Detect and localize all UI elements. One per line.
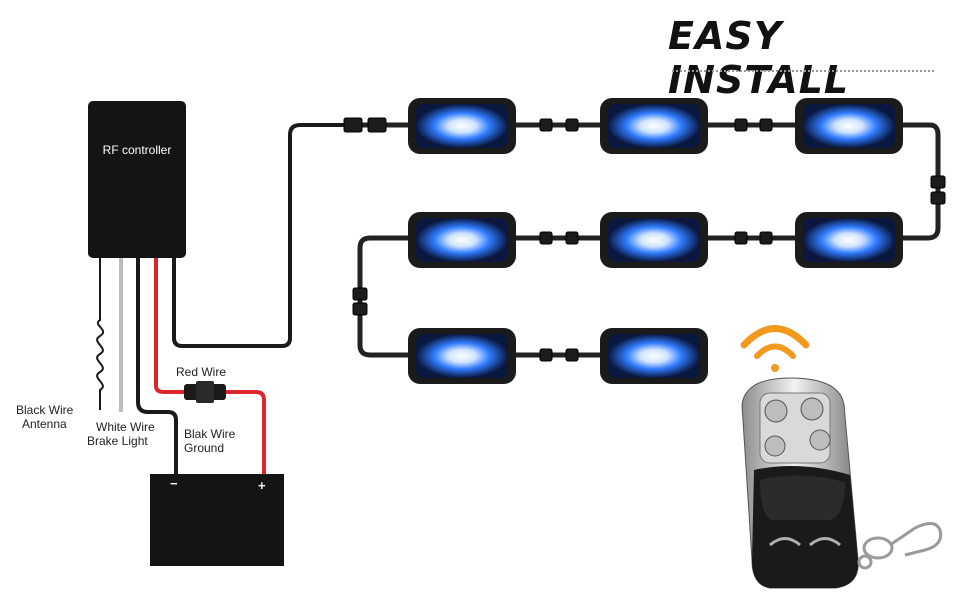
remote-button-d: [809, 429, 831, 451]
title-divider: [672, 70, 934, 72]
battery-positive-sign: +: [258, 478, 266, 493]
led-pod: [600, 98, 708, 154]
led-pods: [408, 98, 903, 384]
remote-button-b: [800, 397, 824, 421]
ground-wire: [136, 258, 178, 474]
antenna-label: Antenna: [22, 417, 67, 431]
battery-negative-sign: −: [170, 476, 178, 491]
remote-control: [741, 377, 859, 589]
signal-icon: [740, 325, 810, 372]
red-wire-label: Red Wire: [176, 365, 227, 379]
led-pod: [600, 328, 708, 384]
rf-controller-box: [88, 101, 186, 258]
controller-output-wire: [172, 123, 345, 348]
led-pod: [600, 212, 708, 268]
led-pod: [408, 98, 516, 154]
led-pod: [408, 212, 516, 268]
fuse-holder: [196, 381, 214, 403]
antenna-wire: [96, 258, 105, 410]
ground-wire-label: Blak Wire: [184, 427, 236, 441]
red-wire: [154, 258, 266, 474]
led-pod: [795, 212, 903, 268]
controller-label: RF controller: [102, 143, 172, 157]
black-wire-label: Black Wire: [16, 403, 74, 417]
led-pod: [408, 328, 516, 384]
led-pod: [795, 98, 903, 154]
white-wire-label: White Wire: [96, 420, 155, 434]
ground-label: Ground: [184, 441, 225, 455]
chain-connectors: [343, 117, 946, 362]
keyring: [857, 522, 943, 570]
remote-button-a: [764, 399, 788, 423]
remote-button-c: [764, 435, 786, 457]
battery: [150, 474, 284, 566]
brake-light-label: Brake Light: [87, 434, 148, 448]
page-title: EASY INSTALL: [668, 14, 850, 102]
